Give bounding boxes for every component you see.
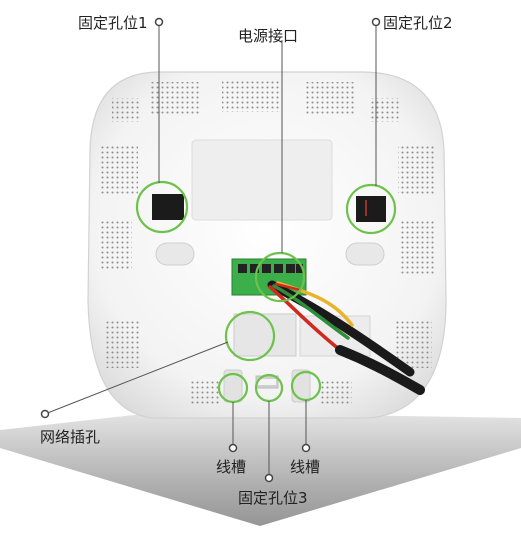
label-power-port: 电源接口: [238, 27, 299, 45]
highlight-network: [224, 310, 276, 362]
vent-grilles: [100, 80, 436, 404]
device-body: [87, 71, 447, 419]
fixing-hole-1: [152, 194, 184, 220]
highlight-power: [254, 251, 306, 303]
label-cable-slot-left: 线槽: [216, 458, 247, 476]
label-cable-slot-right: 线槽: [290, 458, 321, 476]
label-fixing-hole-3: 固定孔位3: [238, 489, 308, 507]
floor-cutout: [0, 448, 521, 541]
network-port: [233, 313, 297, 357]
highlight-fixing-2: [345, 183, 397, 235]
leader-dots: [40, 17, 381, 483]
label-network-port: 网络插孔: [40, 428, 101, 446]
label-fixing-hole-2: 固定孔位2: [383, 14, 453, 32]
power-wires: [267, 280, 425, 395]
oval-slot-left: [155, 242, 195, 266]
highlight-fixing-1: [135, 180, 189, 234]
oval-slot-right: [345, 242, 385, 266]
back-panel: [191, 139, 333, 221]
cable-slot-right: [291, 369, 311, 403]
label-fixing-hole-1: 固定孔位1: [78, 14, 148, 32]
leader-lines: [44, 22, 377, 478]
fixing-hole-2: [356, 196, 386, 222]
